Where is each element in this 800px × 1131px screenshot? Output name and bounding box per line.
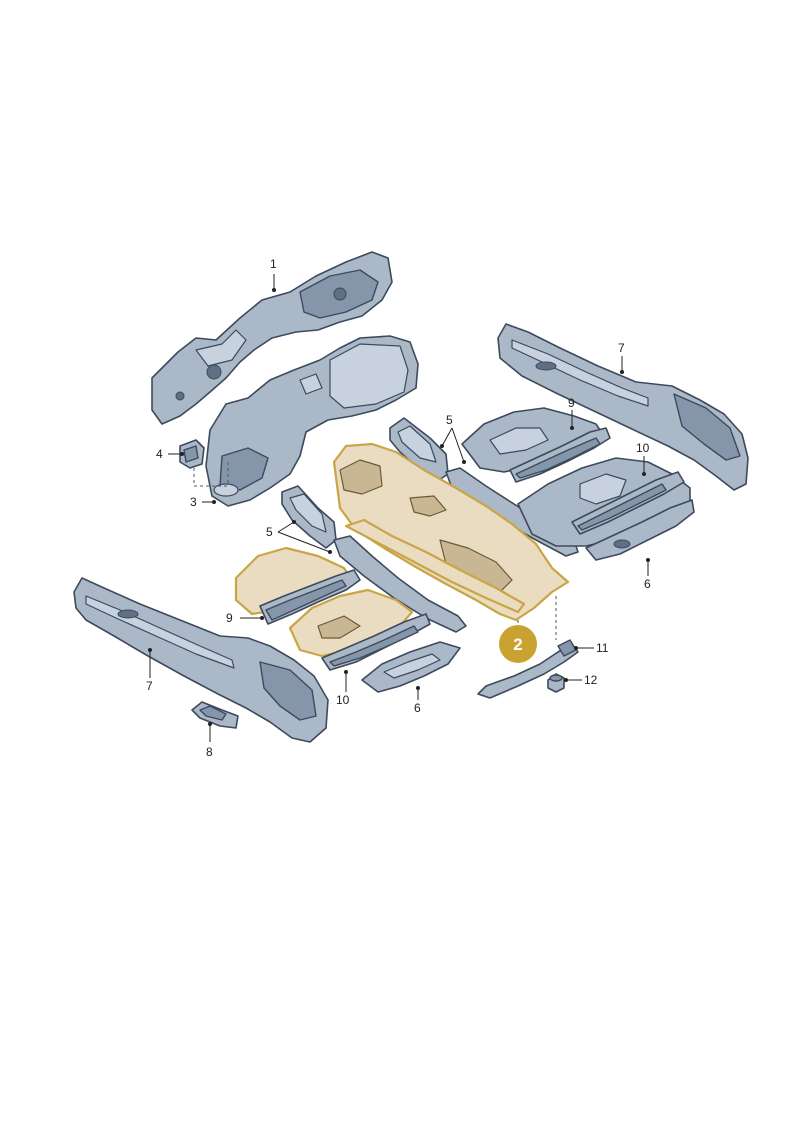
callout-9-right: 9	[568, 396, 575, 410]
part-1-bulkhead	[151, 251, 393, 425]
part-6-left	[361, 641, 461, 693]
part-2-tunnel-highlighted	[332, 442, 570, 622]
part-10-right	[517, 457, 695, 561]
callout-5-right: 5	[446, 413, 453, 427]
callout-6-left: 6	[414, 701, 421, 715]
part-5-left	[281, 485, 467, 633]
callout-6-right: 6	[644, 577, 651, 591]
badge-part-2: 2	[499, 625, 537, 663]
callout-7-right: 7	[618, 341, 625, 355]
callout-1: 1	[270, 257, 277, 271]
callout-4: 4	[156, 447, 163, 461]
callout-9-left: 9	[226, 611, 233, 625]
leader-lines	[148, 274, 650, 742]
callout-12: 12	[584, 673, 598, 687]
part-7-right-sill	[497, 323, 749, 491]
callout-11: 11	[596, 641, 609, 655]
part-8-bracket	[191, 701, 239, 729]
part-4-bracket	[179, 439, 205, 469]
callout-5-left: 5	[266, 525, 273, 539]
part-3-front-section	[205, 335, 419, 507]
badge-part-2-label: 2	[513, 635, 522, 654]
callout-10-left: 10	[336, 693, 350, 707]
callout-3: 3	[190, 495, 197, 509]
part-9-left-highlighted	[234, 546, 361, 625]
callout-10-right: 10	[636, 441, 650, 455]
part-12-grommet	[547, 673, 565, 693]
callout-7-left: 7	[146, 679, 153, 693]
part-7-left-sill	[73, 577, 329, 743]
part-9-right	[461, 407, 611, 483]
callout-8: 8	[206, 745, 213, 759]
part-10-left-highlighted	[288, 588, 431, 671]
